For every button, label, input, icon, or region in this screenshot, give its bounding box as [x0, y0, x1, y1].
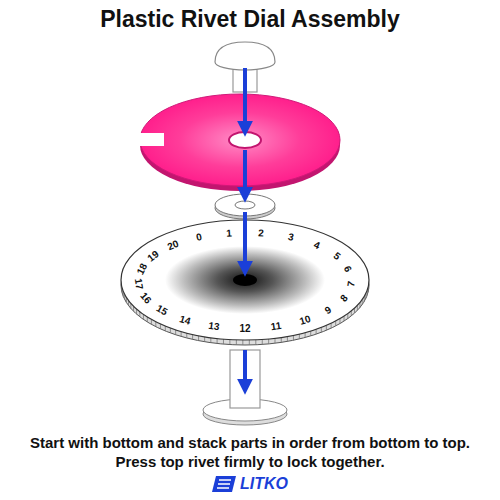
dial-number-holder: 17 [133, 277, 146, 290]
arrow [243, 350, 247, 390]
knurl-tick [236, 340, 237, 345]
dial-number: 11 [270, 320, 282, 332]
dial-number: 12 [239, 323, 250, 334]
dial-number: 13 [207, 320, 220, 332]
arrow [243, 212, 247, 272]
knurl-tick [255, 340, 256, 345]
dial-number-holder: 12 [239, 323, 250, 334]
knurl-tick [268, 339, 269, 344]
caption: Start with bottom and stack parts in ord… [8, 434, 492, 472]
dial-number-holder: 2 [258, 227, 264, 238]
caption-holder: Start with bottom and stack parts in ord… [8, 434, 492, 472]
logo-emblem [212, 476, 236, 492]
arrow [243, 68, 247, 132]
dial-number-holder: 1 [226, 227, 232, 238]
dial-number: 17 [133, 277, 146, 290]
dial-number-holder: 7 [345, 280, 357, 287]
knurl-tick [262, 339, 263, 344]
bottom-rivet [203, 350, 287, 425]
knurl-tick [229, 340, 230, 345]
dial-number: 1 [226, 227, 232, 238]
pink-disc [137, 94, 340, 191]
knurl-tick [242, 340, 243, 345]
assembly-arrows [243, 68, 247, 390]
title: Plastic Rivet Dial Assembly [0, 6, 500, 33]
knurl-tick [249, 340, 250, 345]
logo-text-holder: LITKO [240, 475, 288, 493]
logo-text: LITKO [240, 475, 288, 493]
knurl-tick [223, 339, 224, 344]
title-holder: Plastic Rivet Dial Assembly [0, 6, 500, 33]
arrow [243, 150, 247, 198]
dial-number: 7 [345, 280, 357, 287]
dial-number: 2 [258, 227, 264, 238]
dial-number-holder: 13 [207, 320, 220, 332]
dial-number-holder: 11 [270, 320, 282, 332]
